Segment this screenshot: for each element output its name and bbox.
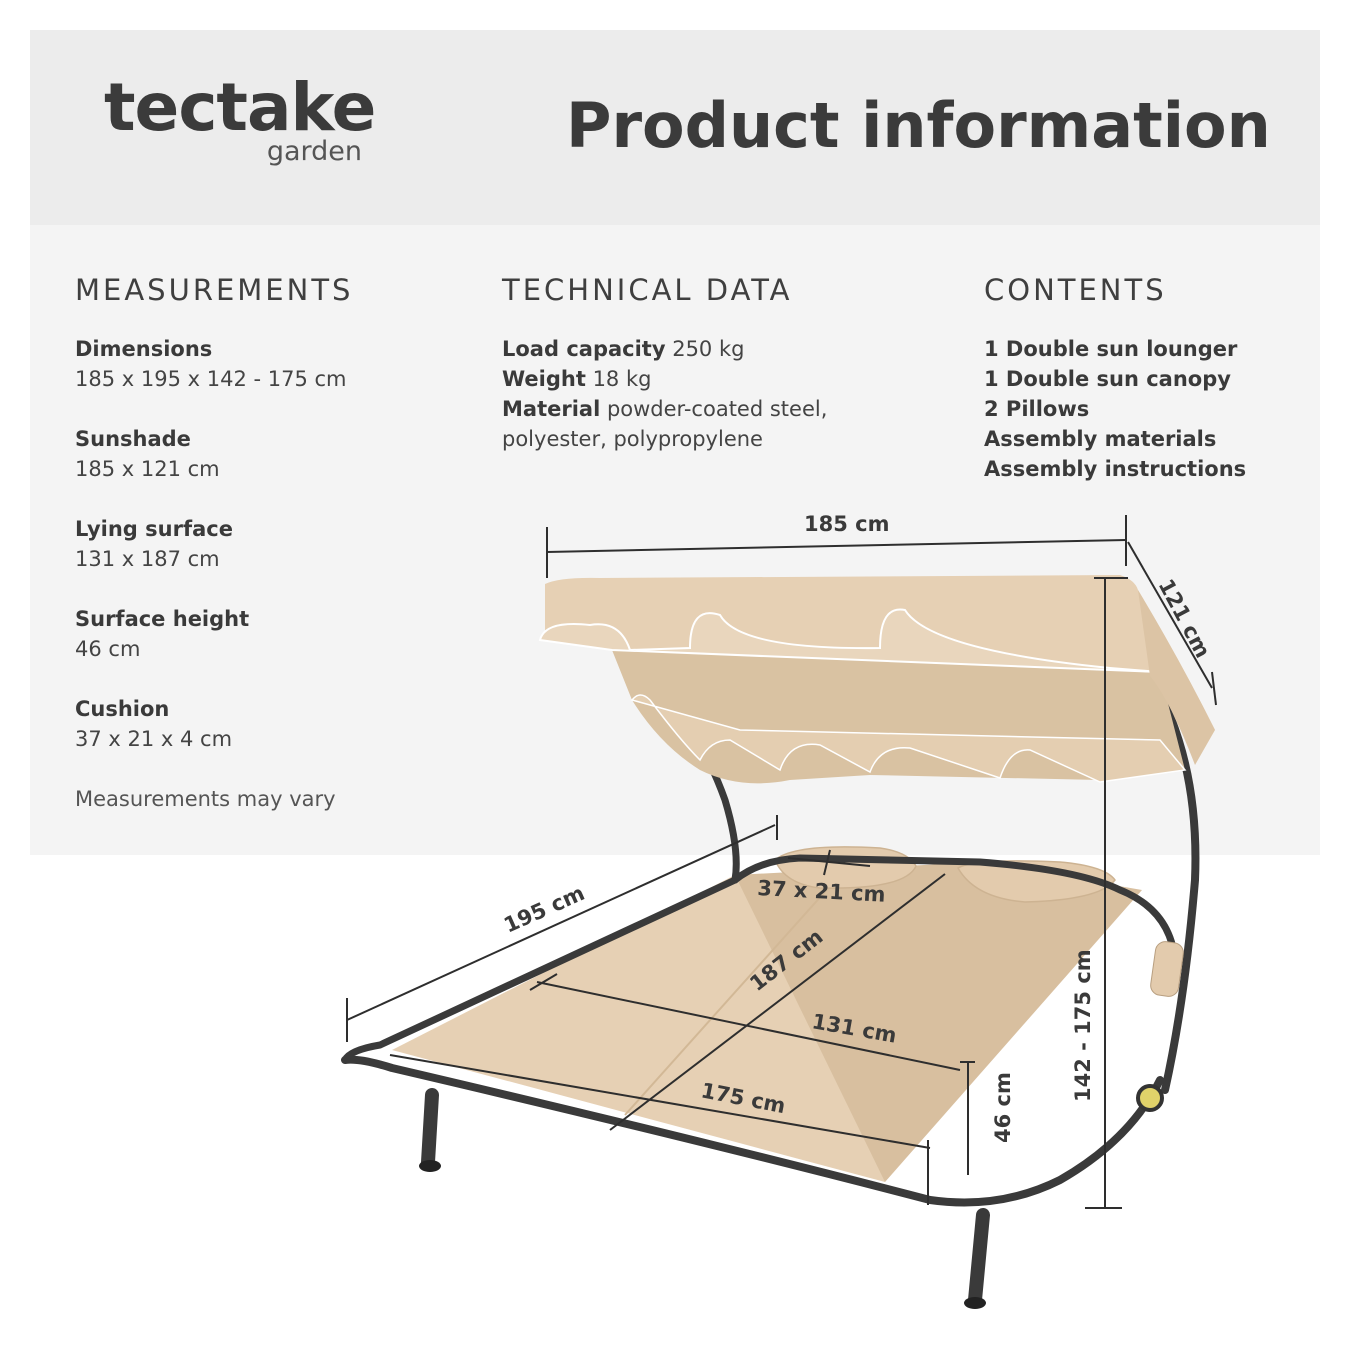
contents-heading: CONTENTS: [984, 273, 1167, 307]
lounger-fabric: [392, 846, 1142, 1182]
contents-column: CONTENTS 1 Double sun lounger 1 Double s…: [984, 272, 1246, 484]
dim-canopy-depth-line: [1127, 541, 1213, 689]
frame-foot-left: [419, 1160, 441, 1172]
frame-left-rail: [341, 876, 739, 1064]
frame-foot-right: [964, 1297, 986, 1309]
material-row: Material powder-coated steel,: [502, 394, 827, 424]
contents-item: 1 Double sun lounger: [984, 337, 1238, 361]
dim-canopy-depth-tick: [1211, 671, 1217, 706]
canopy-valance-front: [538, 608, 1161, 673]
measurement-value: 185 x 121 cm: [75, 457, 220, 481]
armrest-pad: [1150, 941, 1184, 997]
measurement-label: Sunshade: [75, 427, 191, 451]
technical-heading: TECHNICAL DATA: [502, 273, 793, 307]
material-continued: polyester, polypropylene: [502, 427, 763, 451]
measurement-label: Dimensions: [75, 337, 213, 361]
dim-width-line: [389, 1054, 931, 1149]
measurements-column: MEASUREMENTS Dimensions 185 x 195 x 142 …: [75, 272, 353, 814]
load-capacity-value: 250 kg: [665, 337, 745, 361]
load-capacity-row: Load capacity 250 kg: [502, 334, 827, 364]
measurement-value: 131 x 187 cm: [75, 547, 220, 571]
measurement-label: Lying surface: [75, 517, 233, 541]
measurement-item: Dimensions 185 x 195 x 142 - 175 cm: [75, 334, 353, 394]
frame-back-rail: [731, 854, 1179, 964]
measurement-item: Cushion 37 x 21 x 4 cm: [75, 694, 353, 754]
weight-label: Weight: [502, 367, 586, 391]
measurement-value: 46 cm: [75, 637, 141, 661]
canopy-valance-back: [630, 694, 1187, 783]
measurement-value: 37 x 21 x 4 cm: [75, 727, 233, 751]
contents-item: Assembly instructions: [984, 457, 1247, 481]
page-title: Product information: [566, 89, 1271, 162]
brand-name: tectake: [104, 69, 376, 146]
sun-canopy: [538, 575, 1215, 784]
measurements-note: Measurements may vary: [75, 787, 336, 811]
dim-canopy-width-line: [546, 539, 1127, 553]
frame-leg-right: [968, 1208, 990, 1307]
dim-pillow-line: [787, 857, 871, 867]
measurement-item: Lying surface 131 x 187 cm: [75, 514, 353, 574]
measurement-label: Surface height: [75, 607, 250, 631]
weight-value: 18 kg: [585, 367, 652, 391]
contents-item: 2 Pillows: [984, 397, 1090, 421]
canopy-arm-right: [1146, 671, 1200, 1094]
dim-total-height-label: 142 - 175 cm: [1071, 949, 1095, 1102]
canopy-side-flap: [1138, 590, 1215, 765]
lying-surface-right: [735, 862, 1142, 1182]
measurement-item: Surface height 46 cm: [75, 604, 353, 664]
frame-leg-left: [421, 1088, 439, 1169]
measurement-value: 185 x 195 x 142 - 175 cm: [75, 367, 347, 391]
material-value: powder-coated steel,: [600, 397, 828, 421]
surface-divider: [624, 874, 841, 1116]
contents-item: Assembly materials: [984, 427, 1217, 451]
weight-row: Weight 18 kg: [502, 364, 827, 394]
measurement-item: Sunshade 185 x 121 cm: [75, 424, 353, 484]
measurements-heading: MEASUREMENTS: [75, 273, 354, 307]
dim-length-line: [346, 824, 776, 1021]
brand-subline: garden: [266, 136, 362, 167]
measurement-label: Cushion: [75, 697, 170, 721]
header-band: [30, 30, 1320, 225]
wheel-icon: [1136, 1084, 1164, 1112]
contents-item: 1 Double sun canopy: [984, 367, 1231, 391]
dim-surface-width-tick: [529, 973, 558, 991]
dimension-lines: [346, 515, 1217, 1209]
technical-column: TECHNICAL DATA Load capacity 250 kg Weig…: [502, 272, 827, 454]
dim-surface-height-label: 46 cm: [991, 1072, 1015, 1143]
dim-surface-length-line: [609, 873, 946, 1131]
frame-front-rail: [341, 1055, 1164, 1207]
brand-logo: tectake garden: [104, 69, 376, 167]
load-capacity-label: Load capacity: [502, 337, 666, 361]
dim-pillow-tick-left: [823, 849, 831, 876]
dim-surface-width-line: [536, 981, 961, 1071]
dim-canopy-width-label: 185 cm: [804, 512, 889, 536]
material-label: Material: [502, 397, 601, 421]
